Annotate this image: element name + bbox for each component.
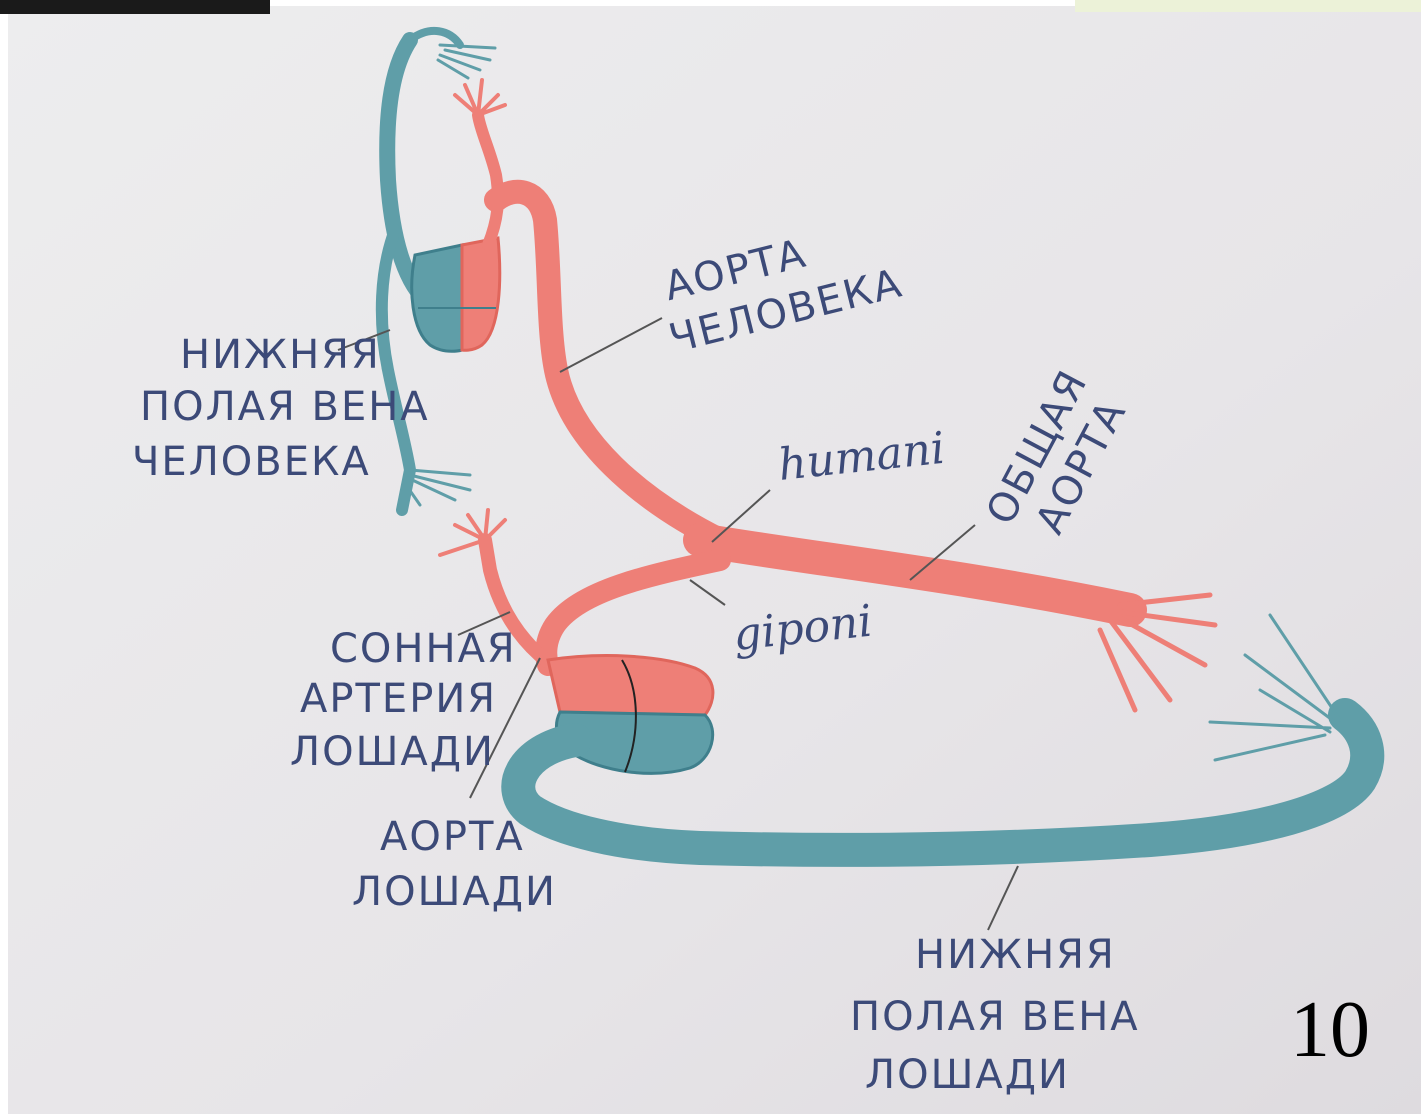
human-heart — [412, 238, 500, 351]
label-horse-ivc-line1: НИЖНЯЯ — [915, 932, 1116, 978]
label-horse-ivc-line2: ПОЛАЯ ВЕНА — [850, 994, 1140, 1040]
label-horse-ivc-line3: ЛОШАДИ — [865, 1052, 1070, 1098]
page-number: 10 — [1290, 985, 1370, 1076]
photo-corner-tint — [1075, 0, 1421, 12]
label-horse-aorta-line2: ЛОШАДИ — [352, 869, 557, 915]
label-horse-carotid-line2: АРТЕРИЯ — [300, 676, 497, 722]
label-horse-carotid-line1: СОННАЯ — [330, 626, 517, 672]
label-horse-aorta-line1: АОРТА — [380, 814, 525, 860]
label-human-ivc-line2: ПОЛАЯ ВЕНА — [140, 384, 430, 430]
label-human-ivc-line3: ЧЕЛОВЕКА — [132, 439, 371, 485]
label-human-ivc-line1: НИЖНЯЯ — [180, 332, 381, 378]
photo-corner-dark — [0, 0, 270, 14]
label-horse-carotid-line3: ЛОШАДИ — [290, 729, 495, 775]
